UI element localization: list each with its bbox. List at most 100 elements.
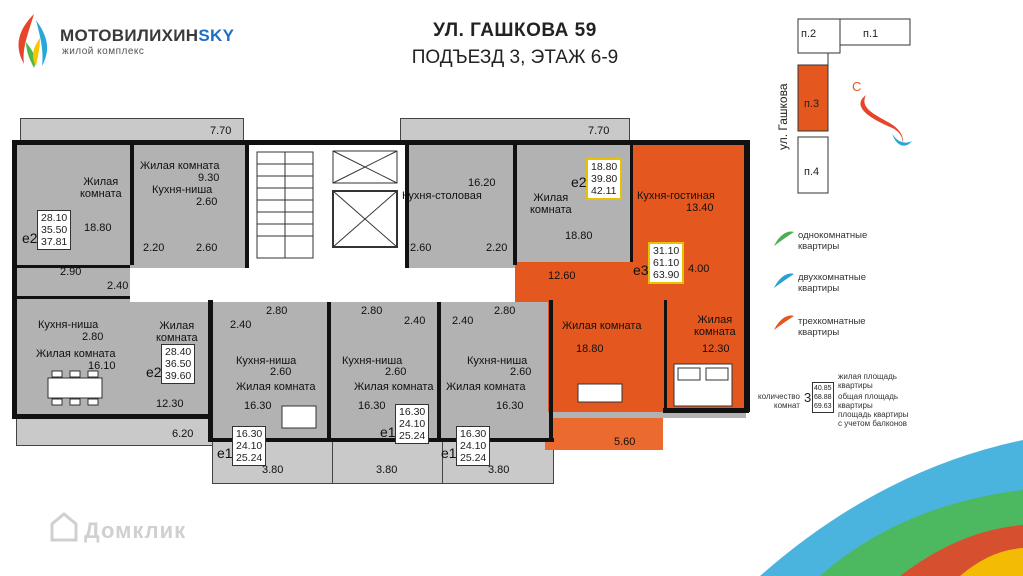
wall [245, 145, 249, 268]
room-area: 16.20 [468, 177, 496, 189]
apartment-tag: е3 [633, 262, 649, 278]
bed-icon [673, 363, 733, 407]
room-area: 2.60 [410, 242, 432, 254]
compass-label: С [852, 79, 862, 94]
room-area: 12.30 [702, 343, 730, 355]
room-area: 16.30 [496, 400, 524, 412]
page-title: УЛ. ГАШКОВА 59 [433, 20, 597, 41]
dining-table-icon [281, 405, 317, 429]
stairs-icon [256, 151, 314, 259]
room-label: Кухня-ниша [38, 319, 99, 331]
balcony-area: 5.60 [614, 436, 636, 448]
room-area: 16.10 [88, 360, 116, 372]
room-area: 2.40 [404, 315, 426, 327]
apartment-tag: е2 [22, 230, 38, 246]
room-area: 2.60 [270, 366, 292, 378]
room-area: 2.40 [452, 315, 474, 327]
room-area: 2.90 [60, 266, 82, 278]
room-area: 2.60 [510, 366, 532, 378]
room-area: 2.80 [361, 305, 383, 317]
room-label: Жилая комната [354, 381, 434, 393]
key-plan [797, 18, 912, 194]
room-area: 18.80 [84, 222, 112, 234]
room-label: Кухня-гостиная [637, 190, 715, 202]
wall [12, 140, 17, 418]
wall [12, 140, 750, 145]
elevator-icon [332, 150, 398, 184]
room-area: 2.60 [196, 196, 218, 208]
room-label: Жилая комната [140, 160, 220, 172]
room-label: Кухня-ниша [342, 355, 403, 367]
apartment-tag: е2 [146, 364, 162, 380]
room-area: 2.40 [230, 319, 252, 331]
three-room-apartment [515, 262, 635, 302]
room-area: 16.30 [244, 400, 272, 412]
room-area: 18.80 [576, 343, 604, 355]
street-label: ул. Гашкова [776, 83, 790, 150]
key-plan-entrance-4: п.4 [804, 166, 820, 178]
page-subtitle: ПОДЪЕЗД 3, ЭТАЖ 6-9 [411, 47, 619, 68]
wall [130, 145, 134, 265]
balcony-area: 6.20 [172, 428, 194, 440]
balcony-area: 7.70 [588, 125, 610, 137]
room-area: 2.20 [143, 242, 165, 254]
corridor [130, 268, 530, 302]
wall [208, 438, 554, 442]
apartment-tag: е1 [380, 424, 396, 440]
room-area: 2.80 [266, 305, 288, 317]
wall [208, 300, 213, 440]
wall [405, 145, 409, 268]
wall [513, 145, 517, 265]
balcony-area: 3.80 [262, 464, 284, 476]
dining-table-icon [47, 370, 103, 406]
room-area: 13.40 [686, 202, 714, 214]
apartment-tag: е2 [571, 174, 587, 190]
apartment-tag: е1 [441, 445, 457, 461]
room-label: Кухня-ниша [152, 184, 213, 196]
balcony-area: 7.70 [210, 125, 232, 137]
wall [549, 300, 553, 440]
room-area: 12.30 [156, 398, 184, 410]
balcony-area: 3.80 [376, 464, 398, 476]
watermark: Домклик [84, 518, 187, 543]
room-area: 4.00 [688, 263, 710, 275]
room-label: Жилая комната [562, 320, 642, 332]
room-area: 16.30 [358, 400, 386, 412]
room-label: Кухня-ниша [236, 355, 297, 367]
two-room-legend-icon [774, 273, 794, 288]
domclick-logo-icon [50, 512, 78, 542]
room-area: 18.80 [565, 230, 593, 242]
balcony [332, 440, 444, 484]
room-area: 2.40 [107, 280, 129, 292]
room-label: Жилая комната [36, 348, 116, 360]
key-plan-entrance-3: п.3 [804, 98, 820, 110]
room-area: 2.80 [494, 305, 516, 317]
wall [327, 302, 331, 440]
room-area: 2.20 [486, 242, 508, 254]
room-area: 12.60 [548, 270, 576, 282]
wall [663, 408, 749, 413]
dining-table-icon [577, 383, 623, 403]
room-label: Кухня-ниша [467, 355, 528, 367]
wall [12, 414, 212, 419]
three-room-legend-icon [774, 315, 794, 330]
wall [664, 300, 667, 410]
room-area: 2.60 [196, 242, 218, 254]
one-room-legend-icon [774, 231, 794, 246]
